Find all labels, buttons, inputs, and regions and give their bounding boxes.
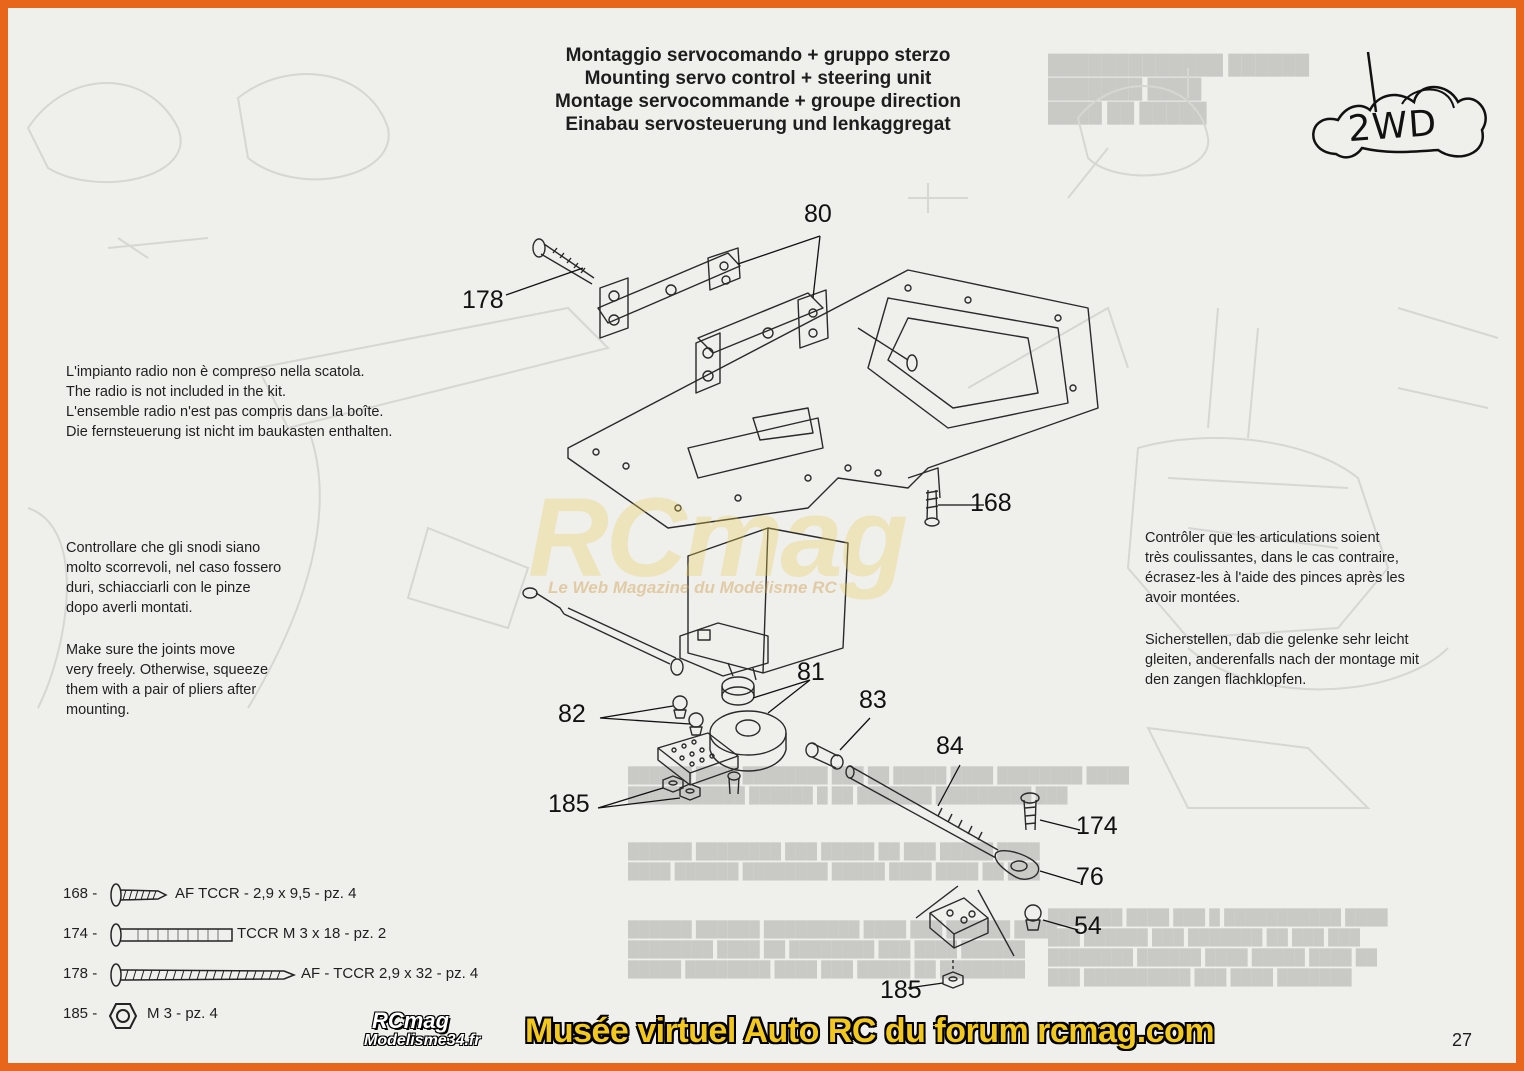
2wd-stamp: 2WD — [1298, 42, 1498, 192]
bleed-through-text: █████████████ ██████ — [1048, 55, 1310, 76]
note-line: Sicherstellen, dab die gelenke sehr leic… — [1145, 632, 1409, 648]
note-line: them with a pair of pliers after — [66, 682, 257, 698]
legend-desc: AF TCCR - 2,9 x 9,5 - pz. 4 — [175, 885, 357, 902]
footer-logo: RCmag Modelisme34.fr — [360, 1008, 510, 1058]
note-radio-it: L'impianto radio non è compreso nella sc… — [66, 364, 365, 380]
machine-screw-icon — [110, 923, 233, 947]
note-line: Contrôler que les articulations soient — [1145, 530, 1380, 546]
legend-num: 185 - — [63, 1005, 98, 1022]
screw-174-icon — [1020, 792, 1040, 831]
note-joints-en: Make sure the joints move very freely. O… — [66, 640, 268, 720]
note-radio-not-included: L'impianto radio non è compreso nella sc… — [66, 362, 392, 442]
footer-logo-line1: RCmag — [372, 1008, 450, 1033]
bleed-through-text: ██████ ████████ ███ █████ ██ ███ █████ █… — [628, 843, 1040, 860]
callout-76: 76 — [1076, 863, 1104, 891]
legend-row-178: 178 - AF - TCCR 2,9 x 32 - pz. 4 — [63, 962, 523, 988]
exploded-assembly-drawing — [505, 235, 1099, 989]
screw-178-icon — [532, 238, 595, 285]
servo-body-icon — [679, 527, 849, 681]
rcmag-watermark: RCmag Le Web Magazine du Modélisme RC — [528, 478, 1018, 608]
hex-nut-icon — [108, 1003, 138, 1029]
background-sketches — [26, 68, 1499, 809]
bleed-through-text: ███████ ████ — [1048, 79, 1202, 100]
ball-end-76-icon — [994, 849, 1040, 880]
title-block: Montaggio servocomando + gruppo sterzo M… — [468, 44, 1048, 136]
note-line: Controllare che gli snodi siano — [66, 540, 261, 556]
legend-num: 168 - — [63, 885, 98, 902]
screw-168-icon — [924, 489, 940, 527]
note-line: mounting. — [66, 702, 130, 718]
callout-83: 83 — [859, 686, 887, 714]
title-line-it: Montaggio servocomando + gruppo sterzo — [565, 45, 951, 66]
legend-desc: TCCR M 3 x 18 - pz. 2 — [237, 925, 387, 942]
note-line: écrasez-les à l'aide des pinces après le… — [1145, 570, 1405, 586]
callout-174: 174 — [1076, 812, 1118, 840]
footer-banner: Musée virtuel Auto RC du forum rcmag.com — [525, 1012, 1215, 1050]
footer-logo-line2: Modelisme34.fr — [364, 1032, 481, 1049]
note-line: very freely. Otherwise, squeeze — [66, 662, 269, 678]
nut-185-icon — [662, 775, 701, 801]
note-radio-en: The radio is not included in the kit. — [66, 384, 287, 400]
manual-page: █████████████ ██████ ███████ ████ ████ █… — [8, 8, 1516, 1063]
steering-knuckle-plate-icon — [915, 885, 1015, 957]
callout-168: 168 — [970, 489, 1012, 517]
chassis-plate-icon — [567, 269, 1099, 529]
legend-desc: M 3 - pz. 4 — [147, 1005, 218, 1022]
note-line: molto scorrevoli, nel caso fossero — [66, 560, 282, 576]
servo-bracket-upper-icon — [597, 247, 741, 339]
note-line: dopo averli montati. — [66, 600, 193, 616]
legend-num: 178 - — [63, 965, 98, 982]
legend-row-174: 174 - TCCR M 3 x 18 - pz. 2 — [63, 922, 423, 948]
note-joints-it: Controllare che gli snodi siano molto sc… — [66, 538, 281, 618]
short-self-tapping-screw-icon — [110, 883, 168, 907]
bleed-through-text: ███████ ████ ███ █ ███████████ ████ — [1048, 909, 1388, 926]
legend-row-185: 185 - M 3 - pz. 4 — [63, 1002, 323, 1029]
callout-81: 81 — [797, 658, 825, 686]
note-joints-fr: Contrôler que les articulations soient t… — [1145, 528, 1405, 608]
leader-lines — [505, 235, 1081, 989]
note-line: den zangen flachklopfen. — [1145, 672, 1307, 688]
bleed-through-text: █████ ████████ ████ ███ █████ ██ ███████… — [628, 961, 1025, 978]
servo-saver-icon — [709, 676, 787, 772]
bleed-through-text: ███ ██████████ ███ ████ ███████ — [1048, 969, 1352, 986]
spacer-83-icon — [805, 742, 844, 770]
bleed-through-text: ███ ██████ ███ ███████ ██ ███ ███ — [1048, 929, 1360, 946]
legend-num: 174 - — [63, 925, 98, 942]
callout-178: 178 — [462, 286, 504, 314]
callout-185-lower: 185 — [880, 976, 922, 1004]
callout-54: 54 — [1074, 912, 1102, 940]
title-line-en: Mounting servo control + steering unit — [584, 68, 932, 89]
steering-rod-84-icon — [845, 765, 999, 859]
bleed-through-text: ████████ ██████ ████ █████ ████ ██ — [1048, 949, 1378, 966]
note-line: très coulissantes, dans le cas contraire… — [1145, 550, 1399, 566]
note-line: avoir montées. — [1145, 590, 1241, 606]
bleed-through-text: ██████ ██████ █████████ ████ ███ ██████ … — [628, 921, 1057, 938]
callout-185-upper: 185 — [548, 790, 590, 818]
bleed-through-text: ████████ ████ ██ ████████ ███ ████ █████… — [628, 941, 1025, 958]
title-line-de: Einabau servosteuerung und lenkaggregat — [565, 114, 951, 135]
stamp-outline-icon — [1312, 51, 1487, 159]
note-line: duri, schiacciarli con le pinze — [66, 580, 251, 596]
page-number: 27 — [1452, 1030, 1473, 1050]
title-line-fr: Montage servocommande + groupe direction — [555, 91, 961, 112]
callout-84: 84 — [936, 732, 964, 760]
note-line: Make sure the joints move — [66, 642, 236, 658]
note-line: gleiten, anderenfalls nach der montage m… — [1145, 652, 1420, 668]
watermark-tagline: Le Web Magazine du Modélisme RC — [548, 578, 837, 597]
callout-80: 80 — [804, 200, 832, 228]
note-radio-fr: L'ensemble radio n'est pas compris dans … — [66, 404, 384, 420]
legend-row-168: 168 - AF TCCR - 2,9 x 9,5 - pz. 4 — [63, 882, 423, 908]
note-joints-de: Sicherstellen, dab die gelenke sehr leic… — [1145, 630, 1419, 690]
note-radio-de: Die fernsteuerung ist nicht im baukasten… — [66, 424, 393, 440]
servo-bracket-lower-icon — [695, 289, 829, 394]
long-self-tapping-screw-icon — [110, 963, 297, 987]
servo-horn-plate-icon — [657, 732, 739, 786]
watermark-brand: RCmag — [528, 475, 908, 600]
tie-rod-icon — [522, 587, 684, 676]
legend-desc: AF - TCCR 2,9 x 32 - pz. 4 — [301, 965, 479, 982]
callout-82: 82 — [558, 700, 586, 728]
bleed-through-text: ████ ██████ ████████ █████ ████ ████ ██ … — [628, 863, 1040, 880]
